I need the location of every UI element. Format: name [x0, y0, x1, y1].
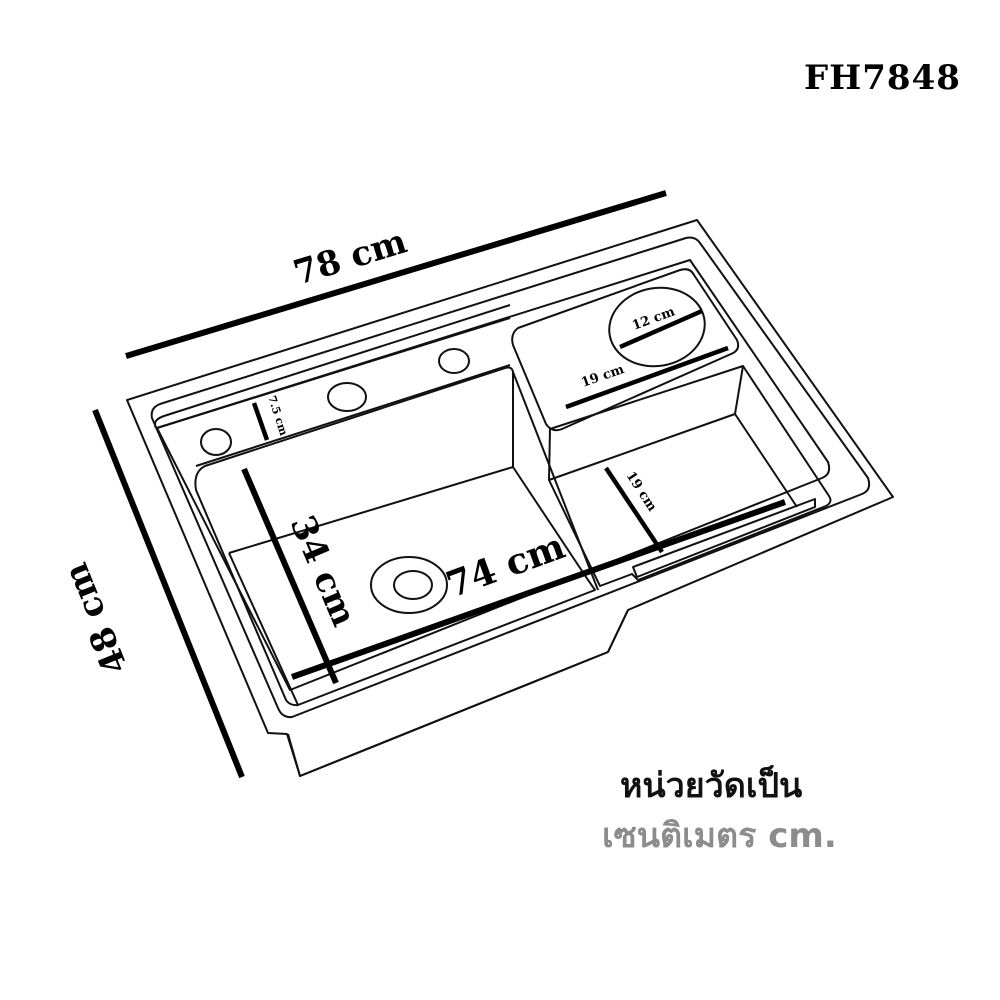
inner-rim — [150, 236, 871, 719]
label-7-5cm: 7.5 cm — [265, 394, 290, 438]
dim-line-12-circle — [619, 308, 703, 350]
tap-deck-front-line — [195, 364, 511, 467]
side-bowl — [548, 365, 832, 587]
main-bowl — [194, 366, 596, 707]
label-34cm: 34 cm — [282, 510, 364, 632]
label-12cm: 12 cm — [630, 304, 677, 333]
units-note-line1: หน่วยวัดเป็น — [620, 766, 803, 806]
sink-skirt — [287, 609, 629, 777]
drain-inner — [393, 570, 433, 600]
drain-outer — [370, 556, 448, 614]
tap-deck-inner-line — [156, 317, 511, 429]
model-code: FH7848 — [804, 58, 961, 98]
side-bowl-floor — [548, 365, 744, 481]
main-bowl-left-edge — [228, 552, 299, 706]
tap-hole-3 — [438, 348, 470, 374]
side-tray — [511, 268, 740, 432]
side-tray-circle — [608, 286, 706, 368]
tap-hole-1 — [200, 428, 232, 456]
tap-deck-line — [154, 304, 511, 429]
dim-line-34 — [241, 467, 339, 685]
label-78cm: 78 cm — [289, 221, 411, 293]
dim-line-19-bowl — [604, 466, 664, 554]
side-bowl-front — [734, 413, 798, 508]
outer-rim — [126, 219, 894, 777]
label-48cm: 48 cm — [56, 557, 136, 679]
deck-rim — [156, 259, 831, 691]
tap-hole-2 — [327, 382, 367, 412]
label-74cm: 74 cm — [441, 525, 571, 606]
side-bowl-ledge — [632, 498, 816, 578]
dim-line-74 — [290, 499, 787, 680]
label-19cm-bowl: 19 cm — [623, 469, 660, 515]
dim-line-48 — [92, 408, 245, 779]
dim-line-19-tray — [565, 345, 729, 410]
dim-line-7-5 — [251, 402, 270, 441]
dim-line-78 — [125, 190, 667, 359]
units-note-line2: เซนติเมตร cm. — [602, 816, 837, 856]
